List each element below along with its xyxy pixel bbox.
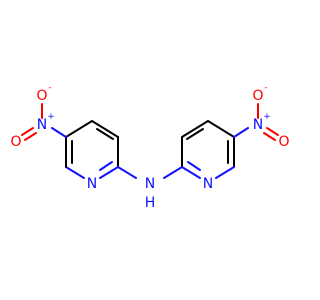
bond-c5-c4-left [65,120,93,138]
bond-n-o-right-b [263,132,276,141]
atom-h-amine: H [145,195,156,211]
molecule-diagram: O - N + O N N H N N + O O - [10,83,289,211]
left-nitro-bonds [21,103,67,141]
charge-n-nitro-right: + [263,112,271,122]
charge-o-top-right: - [264,83,267,93]
bond-c5-nitro-right [233,127,249,138]
right-nitro-bonds [233,103,279,141]
atom-labels: O - N + O N N H N N + O O - [10,83,289,211]
bond-n1-c6-left [65,166,85,179]
bond-c2-n1-left-inner [99,161,113,171]
atom-o-left: O [10,134,21,150]
atom-o-top-left: O [36,88,47,104]
atom-n-nitro-right: N [253,117,263,133]
charge-o-top-left: - [48,83,51,93]
left-ring-bonds [65,120,119,179]
bond-n1-c2-right [181,166,201,179]
bond-c4-c5-right [207,120,235,138]
bond-c2-nh-left [117,166,137,179]
bond-n-o-left-b [24,132,37,141]
atom-o-right: O [278,134,289,150]
atom-n-ring-left: N [87,176,97,192]
bond-n-o-right-a [266,127,279,136]
atom-n-amine: N [145,176,155,192]
atom-o-top-right: O [252,88,263,104]
atom-n-nitro-left: N [37,117,47,133]
bond-c5-nitro-left [51,127,67,138]
bond-c3-c4-right-inner [186,128,204,140]
bond-c4-c3-left [91,120,119,138]
bond-nh-c2-right [163,166,183,179]
bond-c2-n1-left [99,166,119,179]
bond-c6-n1-right [215,166,235,179]
bond-n1-c2-right-inner [187,161,201,171]
right-ring-bonds [181,120,235,179]
bond-c4-c3-left-inner [96,128,114,140]
structure-svg: O - N + O N N H N N + O O - [10,83,289,211]
amine-bonds [117,166,183,179]
bond-c3-c4-right [181,120,209,138]
bond-n-o-left-a [21,127,34,136]
atom-n-ring-right: N [203,176,213,192]
charge-n-nitro-left: + [47,112,55,122]
